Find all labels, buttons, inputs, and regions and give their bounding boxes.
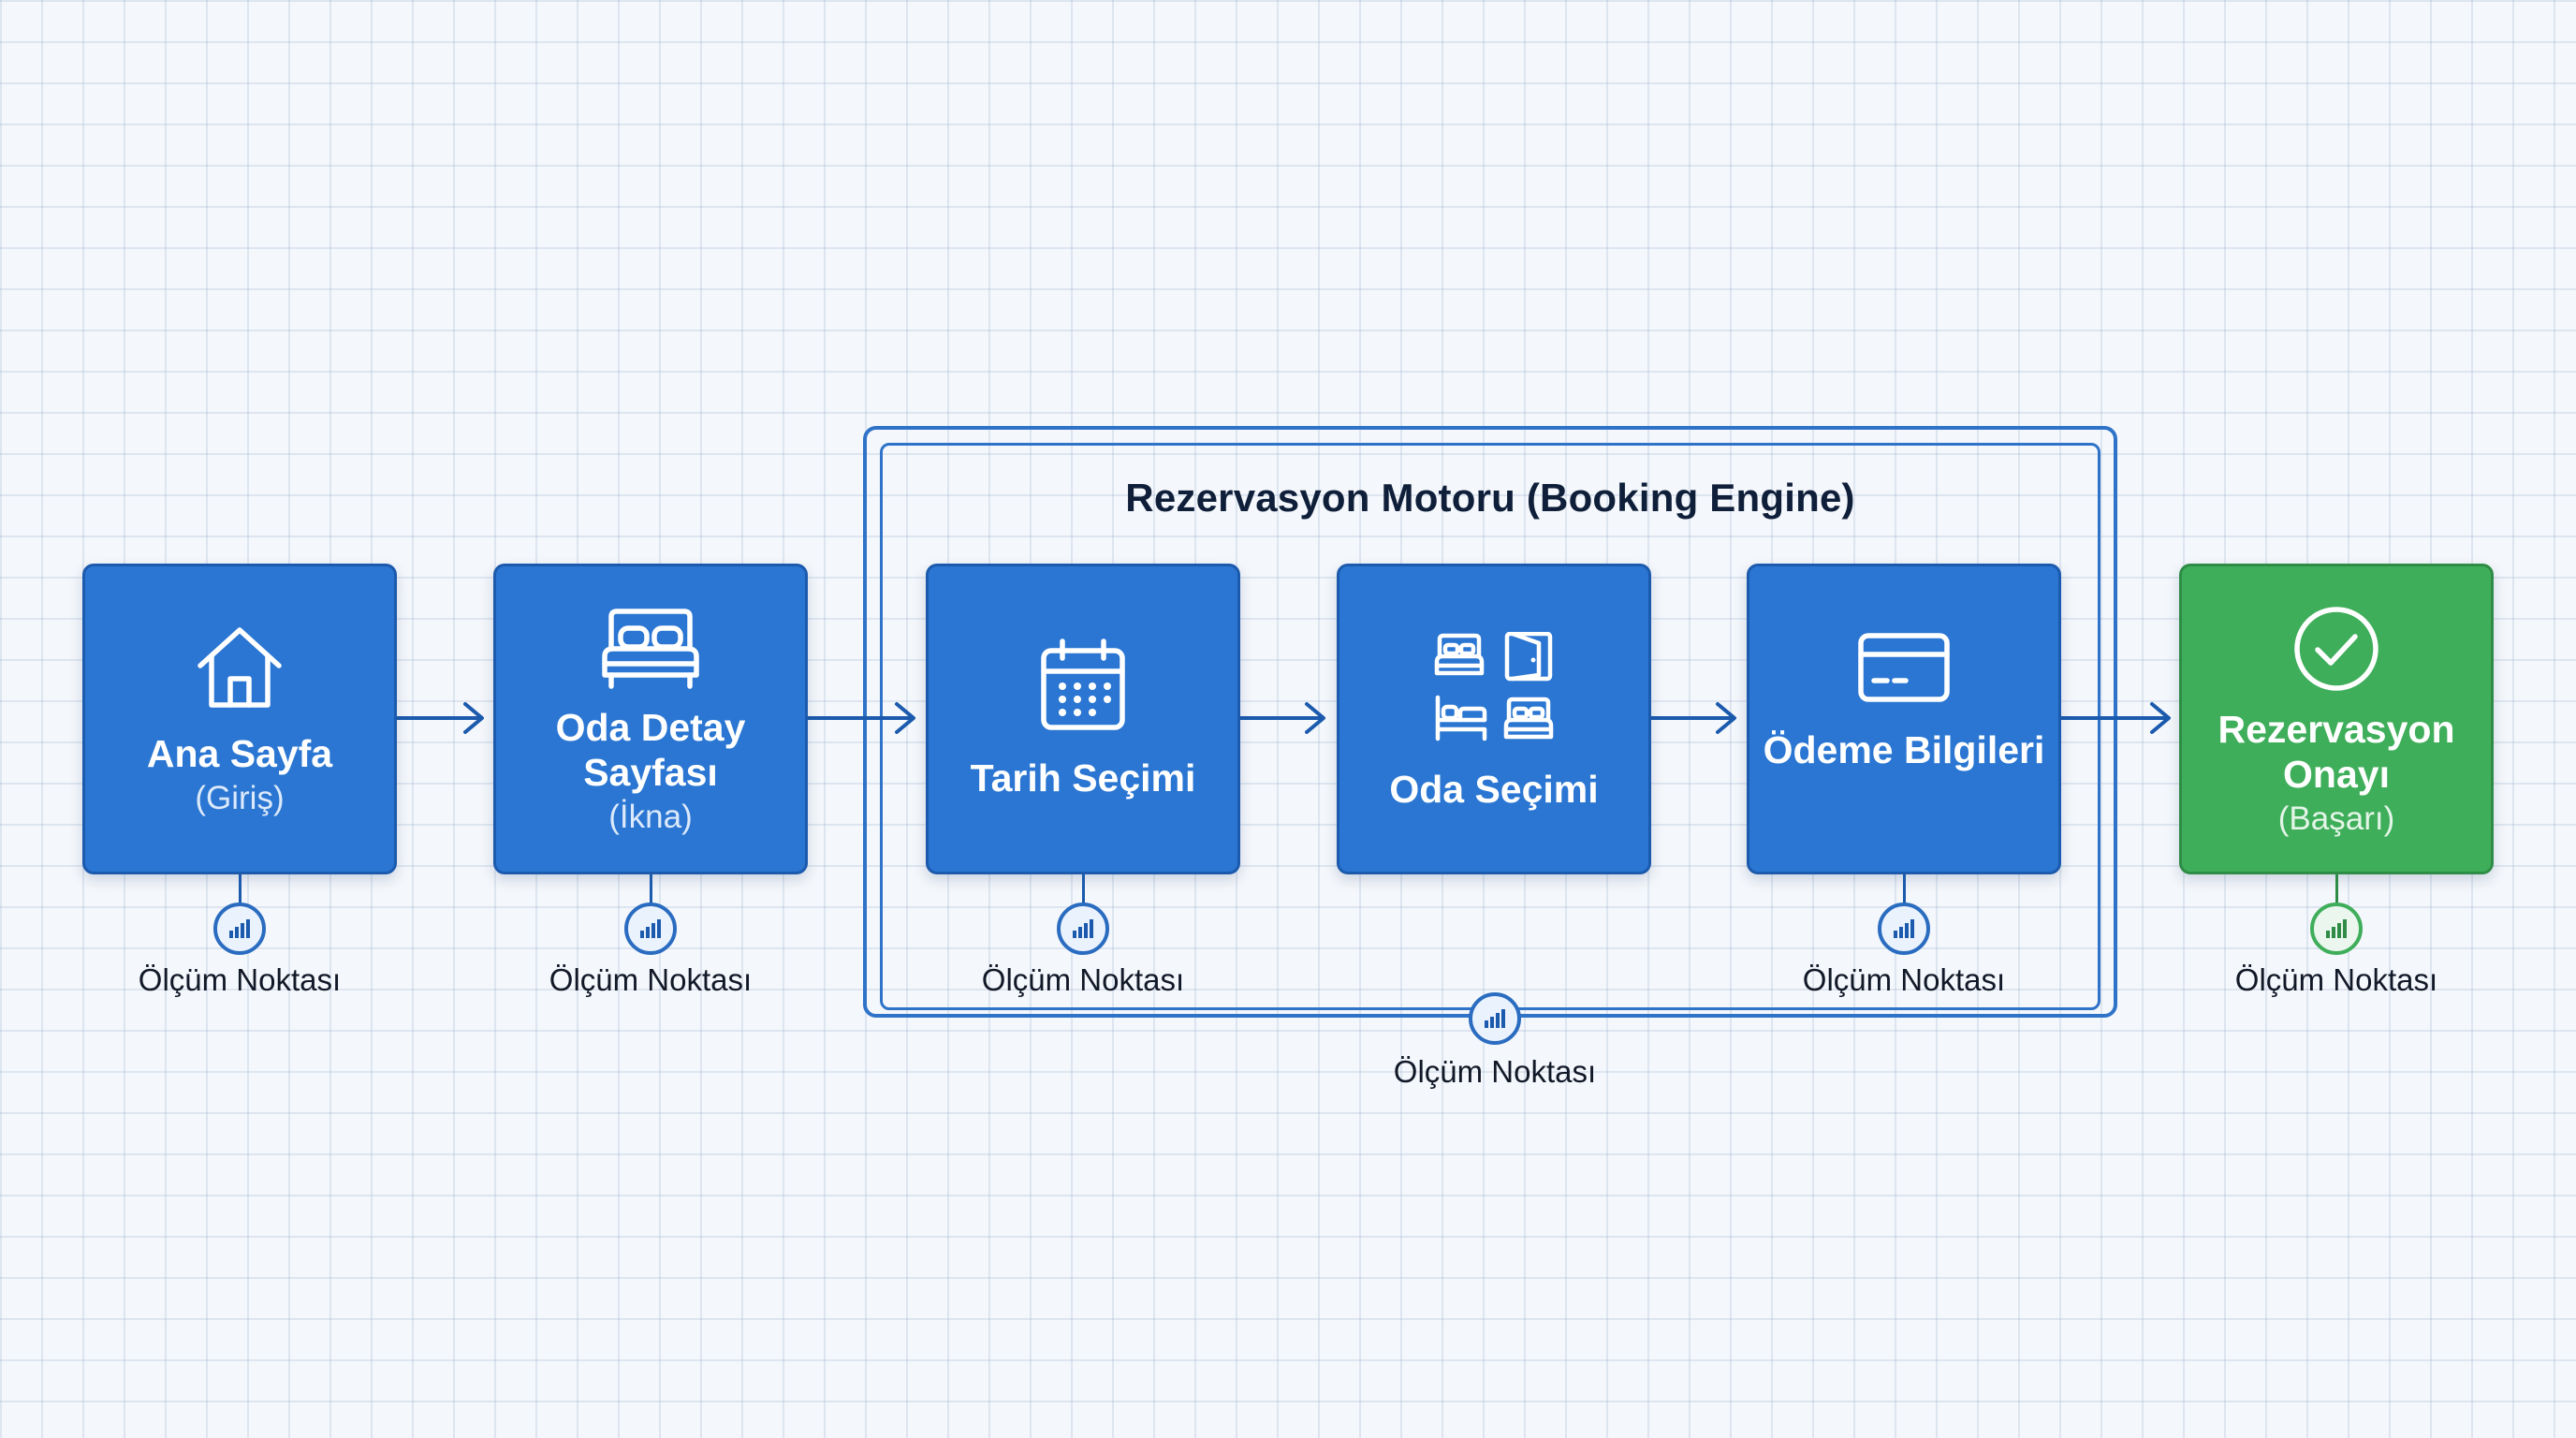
credit-card-icon (1749, 632, 2058, 703)
measurement-point-label: Ölçüm Noktası (981, 962, 1185, 997)
arrow-room-select-to-payment (1648, 702, 1736, 734)
measurement-point-icon (1469, 992, 1521, 1045)
step-payment-info: Ödeme Bilgileri (1747, 564, 2061, 874)
measurement-point-label: Ölçüm Noktası (1393, 1054, 1597, 1089)
check-circle-icon (2182, 604, 2491, 694)
step-title: Oda Detay Sayfası (555, 706, 746, 794)
bed-icon (496, 606, 805, 692)
measurement-stem (1082, 874, 1085, 906)
step-subtitle: (Başarı) (2277, 800, 2395, 837)
measurement-point-icon (624, 902, 677, 955)
step-title: Tarih Seçimi (970, 756, 1196, 800)
booking-engine-group-title: Rezervasyon Motoru (Booking Engine) (1125, 476, 1855, 520)
step-room-detail-page: Oda Detay Sayfası (İkna) (493, 564, 808, 874)
arrow-room-detail-to-date (805, 702, 915, 734)
measurement-point-icon (2310, 902, 2363, 955)
step-title: Ödeme Bilgileri (1763, 728, 2045, 771)
measurement-stem (650, 874, 652, 906)
step-booking-confirmation: Rezervasyon Onayı (Başarı) (2179, 564, 2494, 874)
step-date-selection: Tarih Seçimi (926, 564, 1240, 874)
measurement-point-label: Ölçüm Noktası (2234, 962, 2438, 997)
calendar-icon (929, 638, 1237, 733)
step-title: Oda Seçimi (1389, 768, 1599, 811)
measurement-stem (1903, 874, 1906, 906)
step-title: Rezervasyon Onayı (2217, 708, 2455, 796)
measurement-point-label: Ölçüm Noktası (1802, 962, 2006, 997)
measurement-stem (239, 874, 242, 906)
measurement-stem (2335, 874, 2338, 906)
measurement-point-icon (1057, 902, 1109, 955)
measurement-point-label: Ölçüm Noktası (549, 962, 753, 997)
step-subtitle: (İkna) (608, 799, 693, 835)
step-room-selection: Oda Seçimi (1337, 564, 1651, 874)
arrow-home-to-room-detail (394, 702, 484, 734)
step-subtitle: (Giriş) (195, 780, 285, 816)
measurement-point-icon (1878, 902, 1930, 955)
step-title: Ana Sayfa (146, 732, 333, 775)
arrow-date-to-room-select (1237, 702, 1325, 734)
step-home-page: Ana Sayfa (Giriş) (82, 564, 397, 874)
arrow-payment-to-confirmation (2058, 702, 2171, 734)
measurement-point-label: Ölçüm Noktası (138, 962, 342, 997)
home-icon (85, 623, 394, 712)
measurement-point-icon (213, 902, 266, 955)
room-types-icon (1339, 632, 1648, 748)
